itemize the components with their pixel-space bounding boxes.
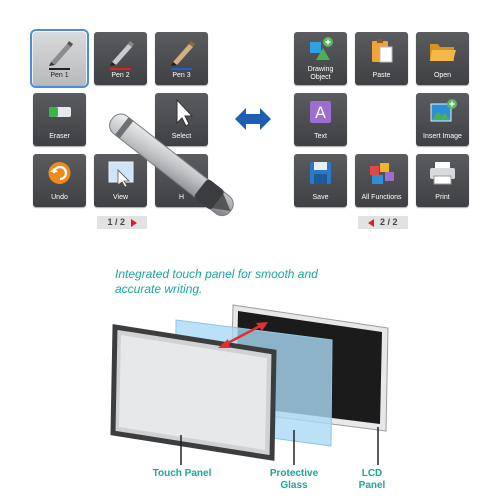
hand-label: H xyxy=(178,194,185,201)
printer-icon xyxy=(430,162,455,185)
eraser-label: Eraser xyxy=(49,133,70,140)
previous-page-arrow-icon[interactable] xyxy=(368,218,375,227)
view-label: View xyxy=(112,194,129,201)
print-label: Print xyxy=(435,194,450,201)
save-button[interactable]: Save xyxy=(294,154,347,207)
eraser-button[interactable]: Eraser xyxy=(33,93,86,146)
pen-1-color-bar xyxy=(49,68,70,70)
eraser-icon xyxy=(49,107,71,117)
pen-1-button[interactable]: Pen 1 xyxy=(30,29,89,88)
pen-3-label: Pen 3 xyxy=(172,72,191,79)
paste-button[interactable]: Paste xyxy=(355,32,408,85)
pen-2-color-bar xyxy=(110,68,131,70)
pen-2-label: Pen 2 xyxy=(111,72,130,79)
cursor-arrow-icon xyxy=(176,98,194,127)
pen-3-color-bar xyxy=(171,68,192,70)
print-button[interactable]: Print xyxy=(416,154,469,207)
insert-image-button[interactable]: Insert Image xyxy=(416,93,469,146)
insert-image-icon xyxy=(430,99,457,122)
folder-icon xyxy=(430,44,456,61)
panel-layers-diagram xyxy=(110,304,389,465)
floppy-disk-icon xyxy=(310,162,331,184)
insert-image-label: Insert Image xyxy=(423,133,462,140)
select-label: Select xyxy=(171,133,192,140)
pen-icon xyxy=(110,41,134,66)
drawing-object-label: Drawing Object xyxy=(307,66,334,81)
protective-glass-label: Protective Glass xyxy=(269,468,319,491)
touch-panel-label: Touch Panel xyxy=(152,468,212,479)
undo-button[interactable]: Undo xyxy=(33,154,86,207)
stylus-pen-image xyxy=(109,113,234,217)
pen-2-button[interactable]: Pen 2 xyxy=(94,32,147,85)
touch-panel-layer xyxy=(110,324,277,461)
diagram-caption: Integrated touch panel for smooth and ac… xyxy=(115,267,318,296)
undo-icon xyxy=(48,162,71,184)
open-label: Open xyxy=(433,72,452,79)
svg-text:A: A xyxy=(315,103,326,122)
right-pager-text: 2 / 2 xyxy=(380,217,398,227)
next-page-arrow-icon[interactable] xyxy=(130,218,137,227)
drawing-object-button[interactable]: Drawing Object xyxy=(294,32,347,85)
left-pager[interactable]: 1 / 2 xyxy=(97,216,147,229)
swap-arrows-icon xyxy=(235,108,271,130)
all-functions-button[interactable]: All Functions xyxy=(355,154,408,207)
open-button[interactable]: Open xyxy=(416,32,469,85)
pen-icon xyxy=(49,41,73,66)
all-functions-label: All Functions xyxy=(361,194,402,201)
left-pager-text: 1 / 2 xyxy=(107,217,125,227)
select-button[interactable]: Select xyxy=(155,93,208,146)
view-button[interactable]: View xyxy=(94,154,147,207)
undo-label: Undo xyxy=(51,194,68,201)
text-button[interactable]: A Text xyxy=(294,93,347,146)
drawing-object-icon xyxy=(310,37,333,60)
pen-icon xyxy=(171,41,195,66)
all-functions-icon xyxy=(370,163,394,184)
paste-label: Paste xyxy=(372,72,391,79)
text-icon: A xyxy=(310,101,331,123)
view-icon xyxy=(108,161,134,188)
red-double-arrow-icon xyxy=(218,322,268,348)
pen-3-button[interactable]: Pen 3 xyxy=(155,32,208,85)
save-label: Save xyxy=(312,194,329,201)
text-label: Text xyxy=(314,133,327,140)
right-pager[interactable]: 2 / 2 xyxy=(358,216,408,229)
clipboard-icon xyxy=(372,39,393,63)
lcd-panel-label: LCD Panel xyxy=(358,468,386,491)
pen-1-label: Pen 1 xyxy=(50,72,69,79)
